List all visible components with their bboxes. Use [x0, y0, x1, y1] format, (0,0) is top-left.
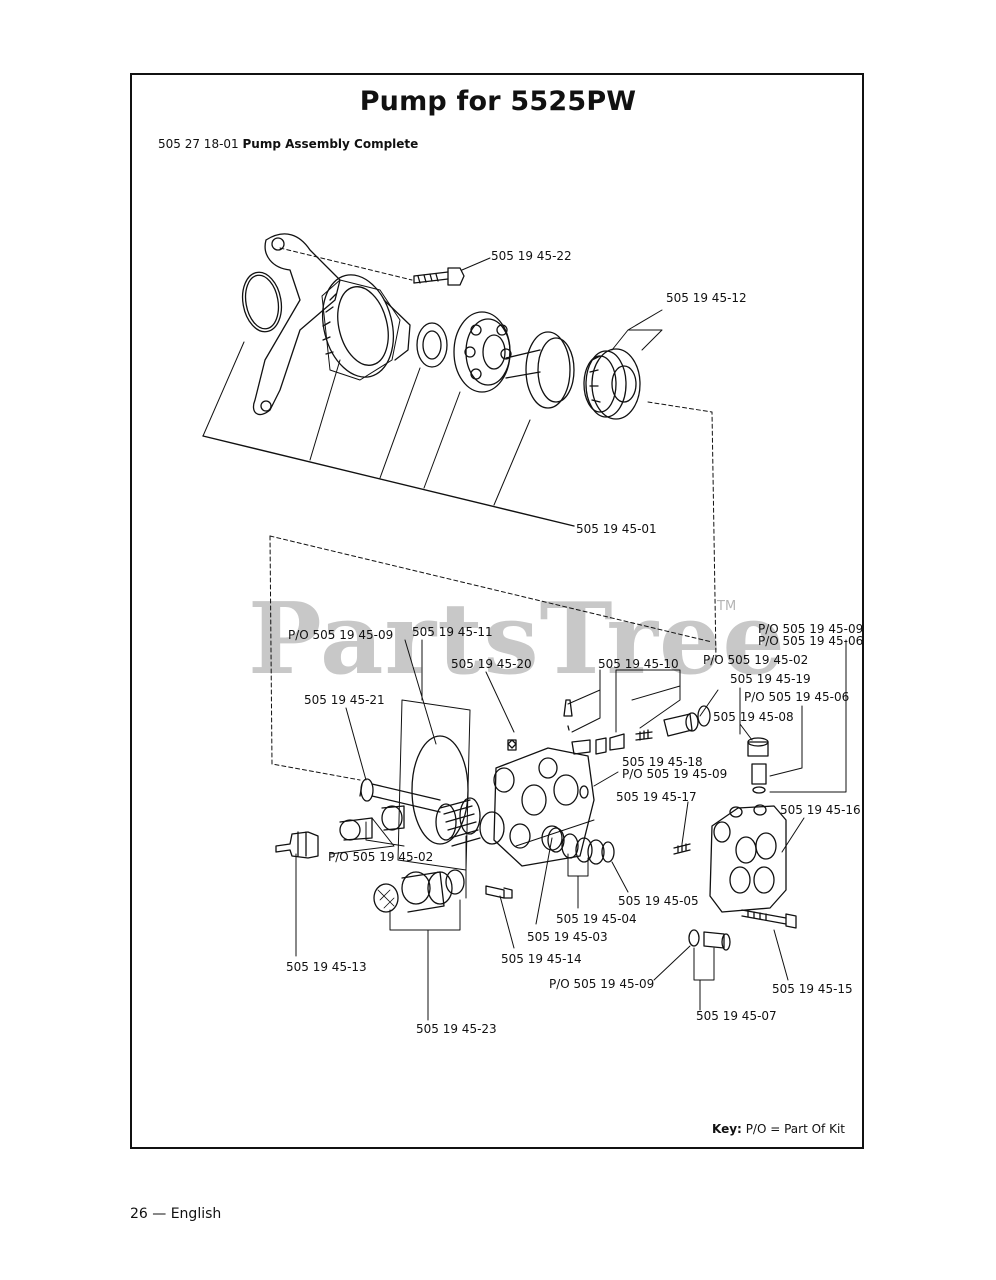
key-legend: Key: P/O = Part Of Kit	[712, 1122, 845, 1136]
label-part-21: 505 19 45-21	[304, 693, 385, 707]
spring-17	[673, 843, 691, 855]
screw-14	[485, 885, 513, 899]
o-ring-18	[579, 785, 589, 799]
label-part-17: 505 19 45-17	[616, 790, 697, 804]
label-po-09-d: P/O 505 19 45-09	[549, 977, 655, 991]
label-po-09-b: P/O 505 19 45-09	[758, 622, 864, 636]
label-part-10: 505 19 45-10	[598, 657, 679, 671]
label-part-19: 505 19 45-19	[730, 672, 811, 686]
label-part-20: 505 19 45-20	[451, 657, 532, 671]
label-po-06-a: P/O 505 19 45-06	[758, 634, 864, 648]
valve-08	[747, 737, 769, 794]
bolt-22	[413, 267, 465, 286]
label-part-05: 505 19 45-05	[618, 894, 699, 908]
valve-fittings-10	[563, 699, 711, 755]
strainer-23	[373, 869, 465, 913]
fitting-02	[339, 805, 405, 841]
wobble-plate	[505, 331, 575, 409]
seal-packings	[547, 827, 615, 865]
label-po-06-b: P/O 505 19 45-06	[744, 690, 850, 704]
label-part-23: 505 19 45-23	[416, 1022, 497, 1036]
label-part-04: 505 19 45-04	[556, 912, 637, 926]
label-part-16: 505 19 45-16	[780, 803, 861, 817]
label-part-22: 505 19 45-22	[491, 249, 572, 263]
label-part-18: 505 19 45-18	[622, 755, 703, 769]
assembly-number: 505 27 18-01	[158, 137, 239, 151]
label-part-15: 505 19 45-15	[772, 982, 853, 996]
label-po-09-c: P/O 505 19 45-09	[622, 767, 728, 781]
label-part-01: 505 19 45-01	[576, 522, 657, 536]
key-label: Key:	[712, 1122, 742, 1136]
watermark: PartsTree	[248, 582, 786, 697]
label-part-03: 505 19 45-03	[527, 930, 608, 944]
plunger-21	[359, 778, 441, 813]
valve-07	[688, 929, 731, 951]
key-text: P/O = Part Of Kit	[745, 1122, 845, 1136]
assembly-name: Pump Assembly Complete	[242, 137, 419, 151]
page-title: Pump for 5525PW	[359, 86, 637, 117]
small-bearing	[416, 322, 448, 368]
seal-assembly	[583, 348, 641, 420]
label-part-14: 505 19 45-14	[501, 952, 582, 966]
label-po-02-b: P/O 505 19 45-02	[328, 850, 434, 864]
label-part-13: 505 19 45-13	[286, 960, 367, 974]
label-po-09-a: P/O 505 19 45-09	[288, 628, 394, 642]
label-part-08: 505 19 45-08	[713, 710, 794, 724]
watermark-tm: TM	[717, 599, 737, 614]
bolt-15	[741, 909, 797, 929]
diagram-frame	[130, 73, 864, 1149]
page-footer: 26 — English	[130, 1206, 222, 1222]
label-part-07: 505 19 45-07	[696, 1009, 777, 1023]
pump-manifold	[479, 739, 595, 867]
label-part-12: 505 19 45-12	[666, 291, 747, 305]
crankcase-housing	[252, 233, 411, 416]
inlet-fitting-13	[275, 831, 319, 859]
large-bearing	[453, 311, 512, 393]
plunger-springs	[435, 797, 481, 847]
label-part-11: 505 19 45-11	[412, 625, 493, 639]
assembly-line: 505 27 18-01 Pump Assembly Complete	[158, 137, 418, 151]
label-po-02-a: P/O 505 19 45-02	[703, 653, 809, 667]
housing-o-ring	[241, 271, 283, 333]
manifold-16	[709, 804, 787, 913]
